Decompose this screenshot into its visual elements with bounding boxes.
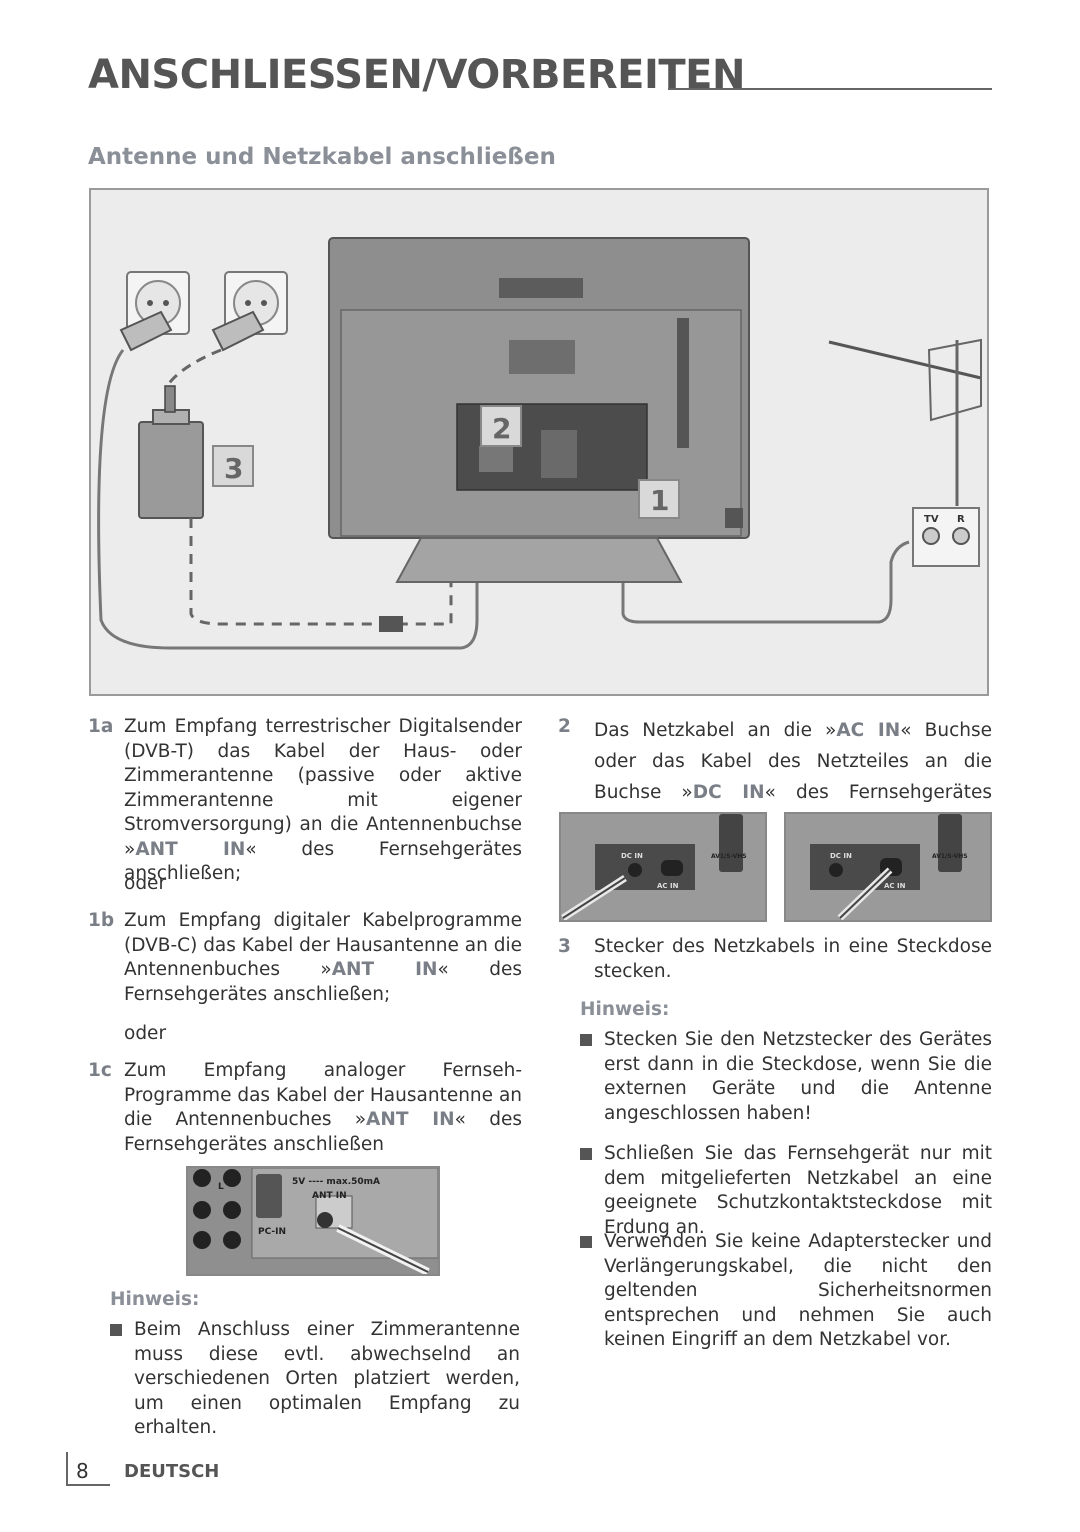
step-3: 3 Stecker des Netzkabels in eine Steckdo… xyxy=(558,935,992,989)
step-number: 2 xyxy=(558,716,571,737)
wall-plate-r-label: R xyxy=(957,514,965,525)
step-text: Zum Empfang digitaler Kabelprogramme (DV… xyxy=(124,910,522,1005)
svg-text:ANT IN: ANT IN xyxy=(312,1191,347,1201)
oder-1: oder xyxy=(124,873,167,894)
right-note-2: Schließen Sie das Fernsehgerät nur mit d… xyxy=(580,1142,992,1238)
page-number: 8 xyxy=(76,1459,89,1483)
dc-cable-dashed xyxy=(189,490,453,626)
svg-text:AC IN: AC IN xyxy=(657,882,679,890)
step-number: 1c xyxy=(88,1060,112,1081)
step-1a: 1a Zum Empfang terrestrischer Digitalsen… xyxy=(88,715,522,884)
ferrite-core xyxy=(379,616,403,632)
mains-plug-left xyxy=(119,310,173,352)
ant-in-photo: L 5V ---- max.50mA ANT IN PC-IN xyxy=(186,1166,440,1276)
step-2: 2 Das Netzkabel an die »AC IN« Buchse od… xyxy=(558,715,992,834)
callout-3-box xyxy=(212,445,254,487)
hinweis-label-left: Hinweis: xyxy=(110,1289,200,1310)
right-note-1: Stecken Sie den Netzstecker des Gerätes … xyxy=(580,1028,992,1128)
svg-text:DC IN: DC IN xyxy=(621,852,643,860)
svg-text:AC IN: AC IN xyxy=(884,882,906,890)
page-title: ANSCHLIESSEN/VORBEREITEN xyxy=(88,52,745,98)
callout-2-box xyxy=(480,405,522,447)
bullet-square xyxy=(580,1236,592,1248)
footer-language: DEUTSCH xyxy=(124,1461,220,1482)
mains-plug-right xyxy=(211,310,265,352)
ac-in-photo: DC IN AC IN AV1/S-VHS xyxy=(784,812,992,922)
section-heading: Antenne und Netzkabel anschließen xyxy=(88,144,556,170)
wall-socket-right xyxy=(224,271,288,335)
wall-socket-left xyxy=(126,271,190,335)
bullet-square xyxy=(580,1148,592,1160)
step-text: Stecker des Netzkabels in eine Steckdose… xyxy=(594,936,992,982)
bullet-square xyxy=(580,1034,592,1046)
antenna-wall-plate: TV R xyxy=(912,507,980,567)
svg-text:PC-IN: PC-IN xyxy=(258,1227,286,1237)
svg-text:5V ---- max.50mA: 5V ---- max.50mA xyxy=(292,1177,380,1187)
svg-text:L: L xyxy=(218,1182,224,1192)
footer-bar xyxy=(66,1452,68,1486)
step-number: 1b xyxy=(88,910,115,931)
step-number: 1a xyxy=(88,716,114,737)
hinweis-label-right: Hinweis: xyxy=(580,999,670,1020)
dc-in-photo: DC IN AC IN AV1/S-VHS xyxy=(559,812,767,922)
step-text: Zum Empfang terrestrischer Digitalsender… xyxy=(124,716,522,884)
step-text: Zum Empfang analoger Fernseh-Programme d… xyxy=(124,1060,522,1155)
svg-text:AV1/S-VHS: AV1/S-VHS xyxy=(711,853,747,860)
wall-plate-tv-label: TV xyxy=(924,514,939,525)
callout-2: 2 xyxy=(492,412,511,445)
antenna xyxy=(828,338,982,506)
tv-connection-diagram: TV R 2 1 3 xyxy=(97,237,982,650)
step-1b: 1b Zum Empfang digitaler Kabelprogramme … xyxy=(88,909,522,1013)
power-adapter xyxy=(138,385,204,519)
left-note: Beim Anschluss einer Zimmerantenne muss … xyxy=(110,1318,520,1438)
bullet-square xyxy=(110,1324,122,1336)
right-note-3: Verwenden Sie keine Adapterstecker und V… xyxy=(580,1230,992,1350)
oder-2: oder xyxy=(124,1023,167,1044)
title-rule xyxy=(668,88,992,90)
antenna-cable xyxy=(621,510,910,624)
callout-1-box xyxy=(638,479,680,519)
connection-illustration: TV R 2 1 3 xyxy=(89,188,989,696)
footer-line xyxy=(66,1484,110,1486)
mains-cable xyxy=(97,349,479,650)
callout-3: 3 xyxy=(224,452,243,485)
tv-stand xyxy=(395,537,683,583)
tv-back-panel xyxy=(328,237,750,583)
step-1c: 1c Zum Empfang analoger Fernseh-Programm… xyxy=(88,1059,522,1163)
svg-text:AV1/S-VHS: AV1/S-VHS xyxy=(932,853,968,860)
svg-text:DC IN: DC IN xyxy=(830,852,852,860)
adapter-cable-dashed xyxy=(165,348,222,387)
callout-1: 1 xyxy=(650,484,669,517)
step-number: 3 xyxy=(558,936,571,957)
